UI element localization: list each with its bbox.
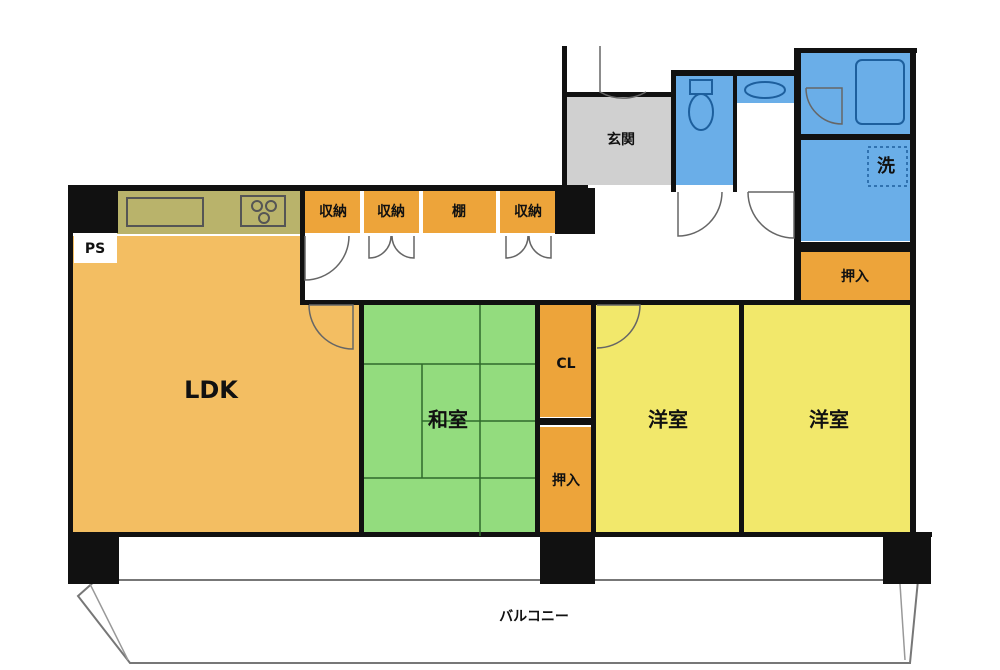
wall-yoshitsu-divider [739,300,744,535]
yoshitsu-2-label: 洋室 [809,408,849,432]
ps-box [74,235,117,263]
balcony-inner-line-right [899,583,906,661]
oshiire-left-label: 押入 [552,472,580,489]
ldk-label: LDK [184,376,239,404]
genkan-label: 玄関 [607,131,635,148]
wall-ldk-right [359,300,364,535]
wall-genkan-left [562,46,567,186]
toilet-room [676,76,733,185]
wall-bath-bottom [797,134,915,140]
bathtub-icon [855,59,905,125]
shuno-door-right [391,235,415,259]
wall-wet-left [794,48,801,302]
wall-genkan-top [562,92,673,97]
burner-icon-3 [258,212,270,224]
door-swing-bath [805,87,843,125]
shuno-1 [305,191,360,233]
shuno-1-label: 収納 [319,203,347,220]
yoshitsu-room-2 [744,305,914,536]
wall-top-left [68,185,588,191]
shuno3-door-right [528,235,552,259]
oshiire-left [540,427,592,536]
wall-pillar-top-left [68,185,118,233]
basin-icon [744,81,786,99]
wall-toilet-right [733,70,737,192]
wall-pillar-bottom-left [68,534,119,584]
washroom [801,140,913,241]
door-swing-ldk [308,304,354,350]
balcony-inner-line-left [89,583,129,661]
sink-icon [126,197,204,227]
tana-shelf [423,191,496,233]
wall-left [68,185,73,535]
shuno-3-label: 収納 [514,203,542,220]
wall-top-right [797,48,917,53]
toilet-bowl-icon [688,93,714,131]
oshiire-right [797,252,913,302]
yoshitsu-room-1 [596,305,739,536]
wall-bottom [68,532,932,537]
tana-label: 棚 [452,203,466,220]
shuno-3 [500,191,555,233]
wall-kitchen-right [300,191,305,302]
wall-room-top [300,300,915,305]
wall-pillar-bottom-right [883,534,931,584]
balcony-outline [76,579,920,664]
wall-toilet-left [671,70,676,192]
door-swing-genkan [599,46,647,99]
door-swing-wash [747,191,795,239]
shuno-2-label: 収納 [377,203,405,220]
balcony-label: バルコニー [499,609,569,625]
genkan-area [567,97,671,185]
yoshitsu-1-label: 洋室 [648,408,688,432]
shuno3-door-left [505,235,529,259]
door-swing-corridor [304,235,350,281]
cl-label: CL [556,356,575,372]
ps-label: PS [85,241,105,257]
washitsu-label: 和室 [428,408,468,432]
wall-washitsu-right [535,300,540,535]
door-swing-toilet [677,191,723,237]
wall-closet-right [591,300,596,535]
shuno-door-left [368,235,392,259]
wall-pillar-entry [555,188,595,234]
door-swing-yoshitsu [596,304,641,349]
oshiire-right-label: 押入 [841,268,869,285]
wall-right [910,48,916,537]
cl-closet [540,305,592,417]
burner-icon-2 [265,200,277,212]
washer-space-icon [867,146,908,187]
stove-icon [240,195,286,227]
sen-label: 洗 [877,155,895,177]
wall-closet-middle [535,418,596,425]
wall-pillar-bottom-mid [540,534,595,584]
shuno-2 [364,191,419,233]
burner-icon-1 [251,200,263,212]
wall-wash-bottom [797,242,915,252]
